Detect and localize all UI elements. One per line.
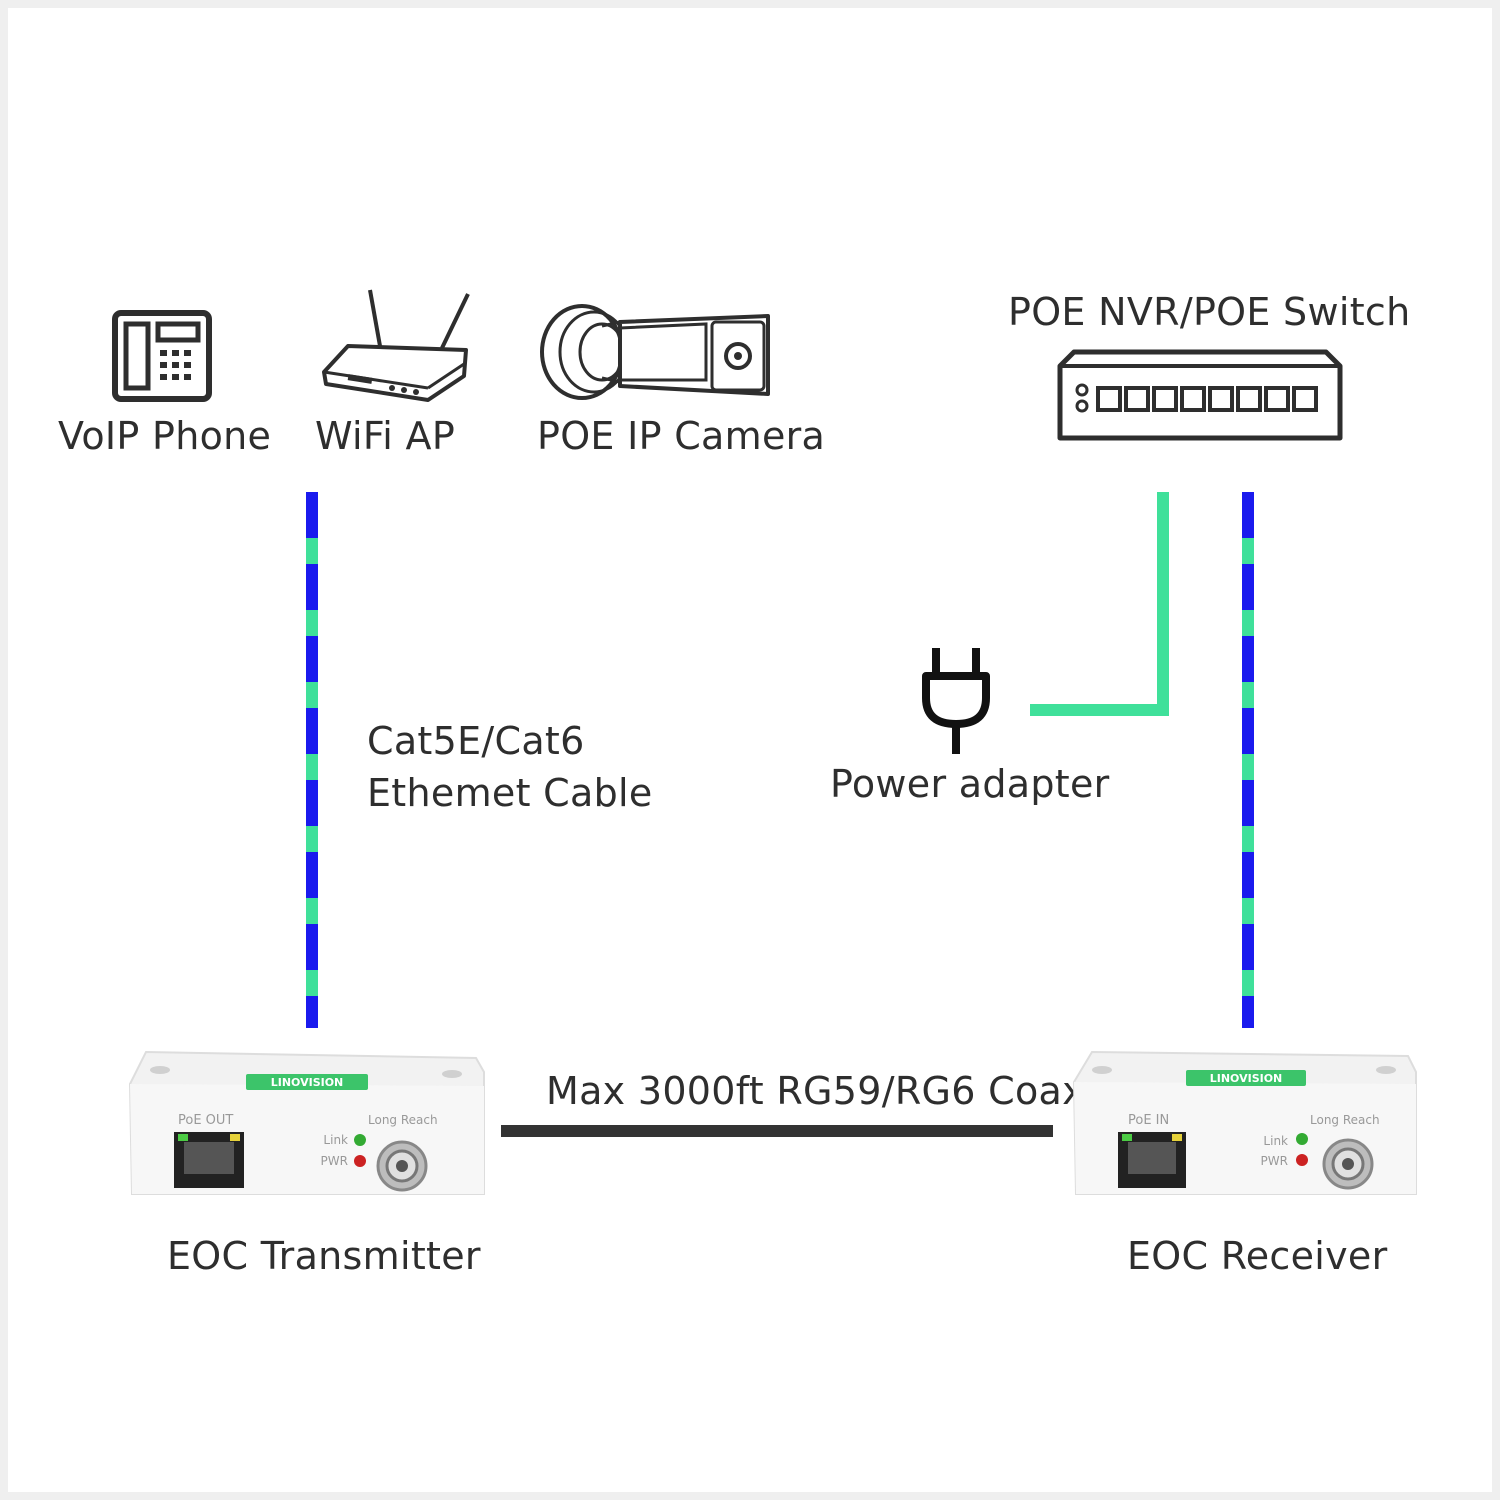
coax-cable (501, 1125, 1053, 1137)
link-label: Link (323, 1133, 348, 1147)
transmitter-caption: EOC Transmitter (167, 1234, 481, 1278)
brand-badge (246, 1074, 368, 1090)
brand-badge (1186, 1070, 1306, 1086)
brand-text: LINOVISION (1210, 1072, 1283, 1085)
voip-phone-label: VoIP Phone (58, 414, 272, 458)
coax-label: Max 3000ft RG59/RG6 Coax (546, 1069, 1085, 1113)
poe-camera-label: POE IP Camera (537, 414, 826, 458)
eoc-receiver-device: LINOVISION PoE IN Long Reach Link PWR (1072, 1050, 1417, 1195)
ethernet-cable-left (306, 492, 318, 1028)
wifi-ap-label: WiFi AP (315, 414, 456, 458)
ethernet-cable-label-line2: Ethemet Cable (367, 771, 653, 815)
port-label: PoE IN (1128, 1113, 1169, 1128)
reach-label: Long Reach (368, 1113, 438, 1127)
poe-switch-icon (1057, 349, 1343, 441)
ethernet-cable-right (1242, 492, 1254, 1028)
power-plug-icon (922, 648, 990, 754)
eoc-transmitter-device: LINOVISION PoE OUT Long Reach Link PWR (128, 1050, 485, 1195)
voip-phone-icon (112, 310, 212, 402)
receiver-caption: EOC Receiver (1127, 1234, 1388, 1278)
nvr-switch-label: POE NVR/POE Switch (1008, 290, 1411, 334)
power-adapter-label: Power adapter (830, 762, 1110, 806)
ip-camera-icon (540, 304, 770, 400)
wifi-router-icon (322, 289, 470, 402)
ethernet-cable-label-line1: Cat5E/Cat6 (367, 719, 585, 763)
power-cable (1030, 492, 1169, 716)
brand-text: LINOVISION (271, 1076, 344, 1089)
reach-label: Long Reach (1310, 1113, 1380, 1127)
port-label: PoE OUT (178, 1113, 233, 1128)
link-label: Link (1263, 1134, 1288, 1148)
pwr-label: PWR (1261, 1154, 1288, 1168)
pwr-label: PWR (321, 1154, 348, 1168)
